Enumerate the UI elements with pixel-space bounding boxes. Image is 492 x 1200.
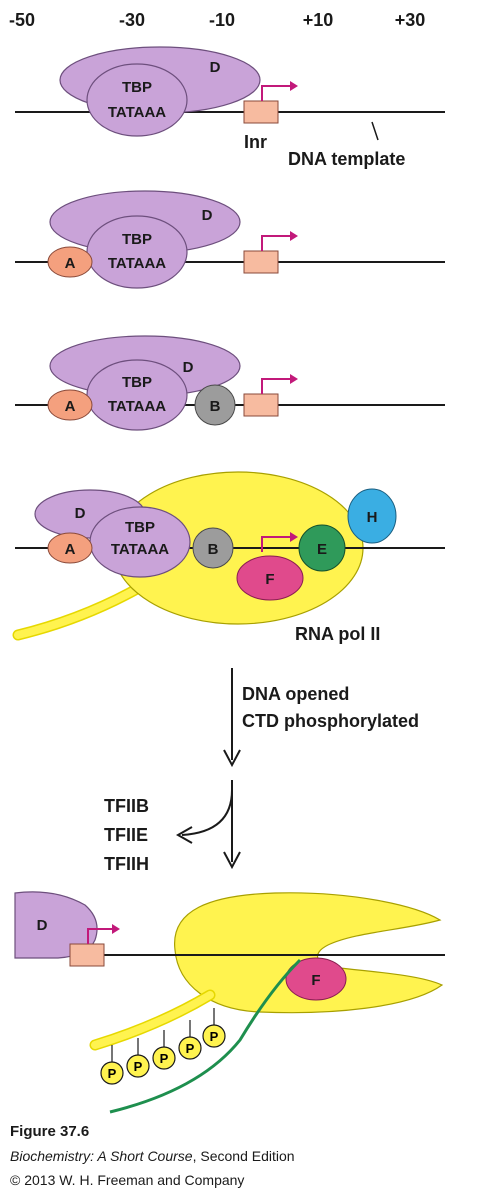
d-label: D bbox=[37, 917, 48, 934]
d-label: D bbox=[210, 59, 221, 76]
phosphate-label: P bbox=[210, 1029, 219, 1044]
phosphate bbox=[202, 1024, 226, 1048]
release-branch bbox=[181, 789, 233, 836]
panel-3-tfiib-binding: A B TBP TATAAA D bbox=[15, 335, 445, 431]
rna-pol-ii bbox=[174, 892, 444, 1014]
tss-arrowhead bbox=[290, 532, 298, 542]
tata-box-label: TATAAA bbox=[108, 398, 166, 415]
copyright: © 2013 W. H. Freeman and Company bbox=[10, 1172, 245, 1188]
release-arrowhead bbox=[223, 851, 241, 870]
tick-label: -50 bbox=[9, 10, 35, 30]
tbp bbox=[86, 215, 188, 289]
tata-box-label: TATAAA bbox=[111, 541, 169, 558]
f-label: F bbox=[311, 972, 320, 989]
phosphate-label: P bbox=[160, 1051, 169, 1066]
tss-arrowhead bbox=[112, 924, 120, 934]
tata-box-label: TATAAA bbox=[108, 104, 166, 121]
step-arrow: DNA opened CTD phosphorylated bbox=[223, 668, 419, 768]
phosphate bbox=[100, 1061, 124, 1085]
tss-arrow bbox=[261, 536, 290, 552]
step-arrowhead bbox=[223, 749, 241, 768]
rna-transcript bbox=[109, 958, 302, 1114]
tss-arrowhead bbox=[290, 374, 298, 384]
book-title: Biochemistry: A Short Course bbox=[10, 1148, 193, 1164]
h-label: H bbox=[367, 509, 378, 526]
phosphate-groups: P P P P P bbox=[100, 1008, 226, 1085]
tick-label: +10 bbox=[303, 10, 334, 30]
release-branch-arrowhead bbox=[175, 826, 193, 844]
ctd-tail-fill bbox=[14, 586, 139, 639]
tfiia bbox=[47, 246, 93, 278]
phosphate-label: P bbox=[134, 1059, 143, 1074]
released-factor-label: TFIIE bbox=[104, 825, 148, 845]
inr-box bbox=[243, 393, 279, 417]
a-label: A bbox=[65, 541, 76, 558]
tss-arrow bbox=[261, 378, 290, 394]
tbp-label: TBP bbox=[122, 374, 152, 391]
ctd-tail-fill bbox=[91, 991, 214, 1049]
tbp-label: TBP bbox=[122, 79, 152, 96]
tfiif bbox=[236, 555, 304, 601]
tfiia bbox=[47, 532, 93, 564]
tfiif bbox=[285, 957, 347, 1001]
phosphate-label: P bbox=[186, 1041, 195, 1056]
tss-arrow bbox=[87, 928, 112, 944]
phosphate bbox=[126, 1054, 150, 1078]
tfiib bbox=[192, 527, 234, 569]
tick-label: -30 bbox=[119, 10, 145, 30]
tick-label: -10 bbox=[209, 10, 235, 30]
tfiie bbox=[298, 524, 346, 572]
figure-source: Biochemistry: A Short Course, Second Edi… bbox=[10, 1148, 295, 1164]
a-label: A bbox=[65, 398, 76, 415]
dna-template-leader bbox=[371, 121, 379, 141]
tss-arrowhead bbox=[290, 231, 298, 241]
tbp-label: TBP bbox=[125, 519, 155, 536]
inr-box bbox=[243, 100, 279, 124]
tfiih bbox=[347, 488, 397, 544]
book-edition: , Second Edition bbox=[192, 1148, 295, 1164]
tick-label: +30 bbox=[395, 10, 426, 30]
tbp bbox=[86, 359, 188, 431]
d-label: D bbox=[183, 359, 194, 376]
tss-arrow bbox=[261, 235, 290, 251]
phosphate-label: P bbox=[108, 1066, 117, 1081]
tbp bbox=[86, 63, 188, 137]
a-label: A bbox=[65, 255, 76, 272]
phosphate bbox=[152, 1046, 176, 1070]
inr-box bbox=[243, 250, 279, 274]
panel-5-elongation: D F P P P P P bbox=[14, 891, 445, 1114]
panel-2-tfiia-binding: A TBP TATAAA D bbox=[15, 190, 445, 289]
panel-4-preinitiation-complex: D A TBP TATAAA B F E H RNA pol II bbox=[12, 471, 445, 644]
b-label: B bbox=[210, 398, 221, 415]
tfiia bbox=[47, 389, 93, 421]
dna-template-label: DNA template bbox=[288, 149, 405, 169]
tss-arrow bbox=[261, 85, 290, 101]
inr-box bbox=[69, 943, 105, 967]
inr-label: Inr bbox=[244, 132, 267, 152]
released-factor-label: TFIIH bbox=[104, 854, 149, 874]
position-axis: -50 -30 -10 +10 +30 bbox=[9, 10, 425, 30]
d-label: D bbox=[202, 207, 213, 224]
step-label-line2: CTD phosphorylated bbox=[242, 711, 419, 731]
phosphate bbox=[178, 1036, 202, 1060]
d-label: D bbox=[75, 505, 86, 522]
release-arrow: TFIIB TFIIE TFIIH bbox=[104, 780, 241, 874]
rna-pol-ii-label: RNA pol II bbox=[295, 624, 380, 644]
tfiib bbox=[194, 384, 236, 426]
panel-1-tfiid-binding: TBP TATAAA D Inr DNA template bbox=[15, 46, 445, 169]
f-label: F bbox=[265, 571, 274, 588]
b-label: B bbox=[208, 541, 219, 558]
released-factor-label: TFIIB bbox=[104, 796, 149, 816]
step-label-line1: DNA opened bbox=[242, 684, 349, 704]
tbp-label: TBP bbox=[122, 231, 152, 248]
e-label: E bbox=[317, 541, 327, 558]
tss-arrowhead bbox=[290, 81, 298, 91]
tata-box-label: TATAAA bbox=[108, 255, 166, 272]
figure-number: Figure 37.6 bbox=[10, 1123, 90, 1140]
